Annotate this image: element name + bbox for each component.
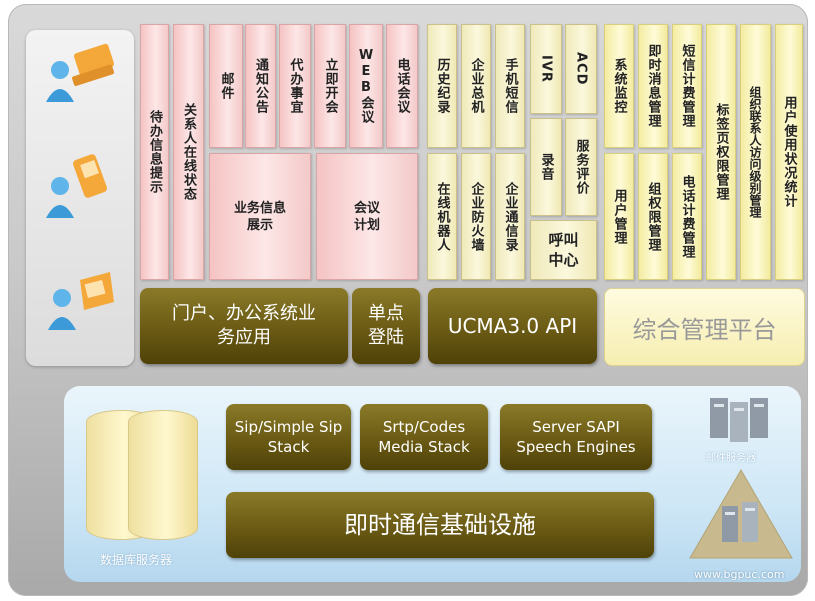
im-infrastructure-bar: 即时通信基础设施: [226, 492, 654, 558]
sso-bar: 单点登陆: [352, 288, 420, 364]
usage-stats-tile: 用户使用状况统计: [775, 24, 803, 280]
phone-billing-tile: 电话计费管理: [672, 153, 702, 280]
ivr-label: IVR: [538, 55, 554, 83]
sms-label: 手机短信: [502, 58, 518, 114]
user-mgmt-label: 用户管理: [611, 188, 627, 245]
record-tile: 录音: [530, 118, 562, 216]
user-phone-icon: [46, 154, 107, 218]
mgmt-platform-label: 综合管理平台: [632, 315, 777, 344]
db-server-label: 数据库服务器: [100, 553, 173, 567]
db-cylinder-right: [128, 410, 198, 540]
portal-label: 门户、办公系统业务应用: [172, 303, 316, 348]
ucma-label: UCMA3.0 API: [447, 314, 578, 338]
tab-perm-tile: 标签页权限管理: [706, 24, 736, 280]
web-meeting-tile: WEB会议: [349, 24, 383, 148]
instant-meeting-tile: 立即开会: [314, 24, 346, 148]
directory-label: 企业通信录: [502, 181, 518, 252]
im-infrastructure-label: 即时通信基础设施: [344, 511, 536, 539]
user-mgmt-tile: 用户管理: [604, 153, 634, 280]
pending-info-label: 待办信息提示: [147, 110, 162, 194]
mail-server-icon: [710, 398, 768, 442]
meeting-plan-tile: 会议计划: [316, 153, 418, 280]
user-devices-panel: [26, 30, 134, 366]
phone-billing-label: 电话计费管理: [679, 174, 695, 259]
history-label: 历史纪录: [434, 58, 450, 114]
monitor-label: 系统监控: [611, 58, 627, 114]
service-eval-tile: 服务评价: [565, 118, 597, 216]
media-stack-label: Srtp/Codes Media Stack: [378, 418, 470, 456]
web-meeting-label: WEB会议: [358, 48, 374, 124]
contact-status-label: 关系人在线状态: [181, 103, 196, 201]
meeting-plan-label: 会议计划: [353, 200, 380, 233]
sip-stack-box: Sip/Simple Sip Stack: [226, 404, 351, 470]
im-mgmt-tile: 即时消息管理: [638, 24, 668, 148]
group-perm-label: 组权限管理: [645, 181, 661, 252]
history-tile: 历史纪录: [427, 24, 457, 148]
contact-level-label: 组织联系人访问级别管理: [748, 86, 762, 218]
acd-label: ACD: [573, 52, 589, 86]
server-cluster-icon: [689, 469, 793, 559]
monitor-tile: 系统监控: [604, 24, 634, 148]
call-center-label: 呼叫中心: [548, 231, 579, 269]
switchboard-label: 企业总机: [468, 58, 484, 114]
business-info-label: 业务信息展示: [233, 200, 286, 233]
todo-tile: 代办事宜: [279, 24, 311, 148]
todo-label: 代办事宜: [287, 58, 303, 114]
business-info-tile: 业务信息展示: [209, 153, 311, 280]
contact-level-tile: 组织联系人访问级别管理: [740, 24, 771, 280]
acd-tile: ACD: [565, 24, 597, 114]
firewall-tile: 企业防火墙: [461, 153, 491, 280]
record-label: 录音: [538, 153, 554, 181]
service-eval-label: 服务评价: [573, 139, 589, 195]
mail-label: 邮件: [218, 72, 234, 100]
portal-bar: 门户、办公系统业务应用: [140, 288, 348, 364]
speech-engine-label: Server SAPI Speech Engines: [516, 418, 636, 456]
sip-stack-label: Sip/Simple Sip Stack: [234, 418, 343, 456]
mail-tile: 邮件: [209, 24, 243, 148]
sso-label: 单点登陆: [368, 303, 404, 348]
sms-tile: 手机短信: [495, 24, 525, 148]
directory-tile: 企业通信录: [495, 153, 525, 280]
site-url: www.bgpuc.com: [694, 568, 785, 581]
tab-perm-label: 标签页权限管理: [713, 103, 729, 201]
pending-info-tile: 待办信息提示: [140, 24, 169, 280]
call-center-tile: 呼叫中心: [530, 220, 597, 280]
usage-stats-label: 用户使用状况统计: [781, 96, 797, 208]
user-laptop-icon: [46, 43, 115, 102]
phone-meeting-label: 电话会议: [394, 58, 410, 114]
instant-meeting-label: 立即开会: [322, 58, 338, 114]
bot-tile: 在线机器人: [427, 153, 457, 280]
ucma-bar: UCMA3.0 API: [428, 288, 597, 364]
phone-meeting-tile: 电话会议: [386, 24, 418, 148]
notice-tile: 通知公告: [245, 24, 276, 148]
user-deskphone-icon: [48, 272, 114, 330]
speech-engine-box: Server SAPI Speech Engines: [500, 404, 652, 470]
im-mgmt-label: 即时消息管理: [645, 44, 661, 128]
media-stack-box: Srtp/Codes Media Stack: [360, 404, 488, 470]
bot-label: 在线机器人: [434, 181, 450, 252]
group-perm-tile: 组权限管理: [638, 153, 668, 280]
mgmt-platform-bar: 综合管理平台: [604, 288, 805, 366]
firewall-label: 企业防火墙: [468, 181, 484, 252]
sms-billing-tile: 短信计费管理: [672, 24, 702, 148]
ivr-tile: IVR: [530, 24, 562, 114]
notice-label: 通知公告: [253, 58, 268, 114]
switchboard-tile: 企业总机: [461, 24, 491, 148]
sms-billing-label: 短信计费管理: [679, 44, 695, 128]
contact-status-tile: 关系人在线状态: [173, 24, 204, 280]
mail-server-label: 邮件服务器: [706, 453, 756, 464]
